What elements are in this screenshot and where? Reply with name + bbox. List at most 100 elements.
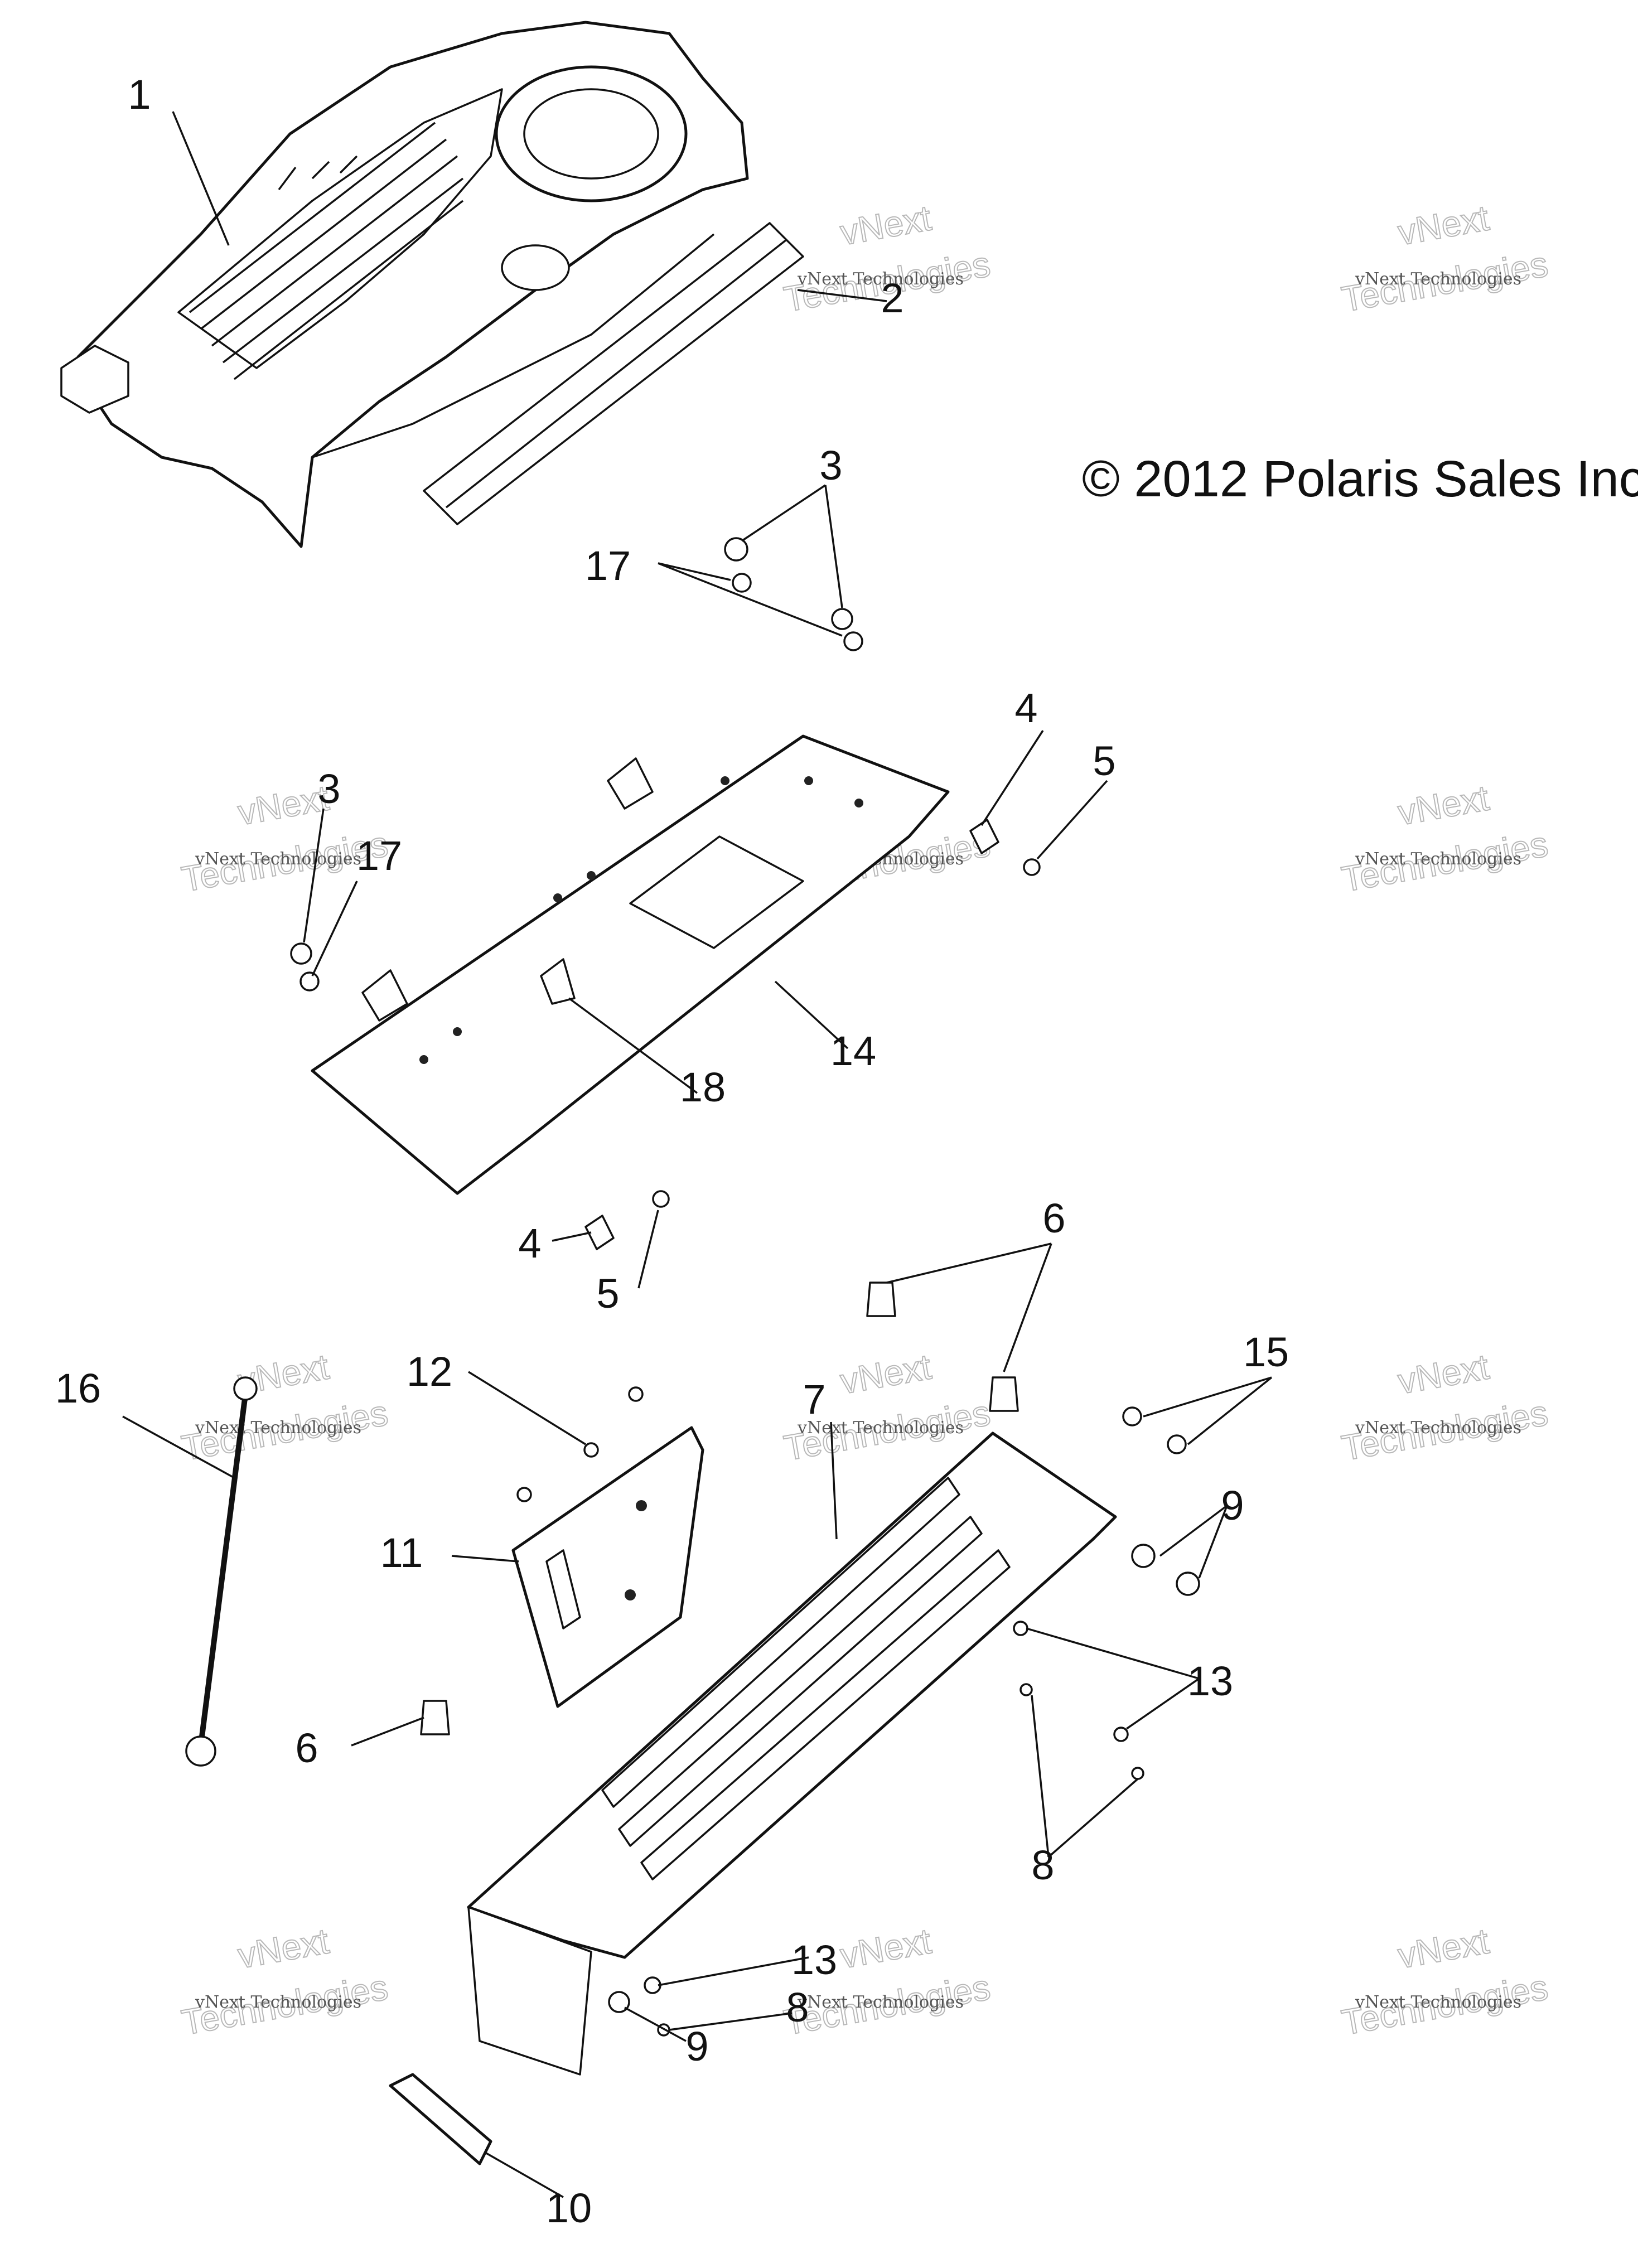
leader-line bbox=[637, 1210, 659, 1289]
copyright-text: © 2012 Polaris Sales Inc. bbox=[1082, 451, 1638, 507]
leader-line bbox=[886, 1242, 1052, 1284]
watermark-label: vNext Technologies bbox=[195, 1418, 361, 1438]
part-5-screw bbox=[628, 1386, 644, 1402]
part-11-bracket bbox=[511, 1426, 704, 1708]
callout-18: 18 bbox=[680, 1064, 726, 1110]
callout-6: 6 bbox=[295, 1725, 318, 1771]
watermark-label: vNext Technologies bbox=[797, 269, 964, 289]
leader-line bbox=[830, 1421, 838, 1540]
leader-line bbox=[669, 2012, 793, 2031]
watermark-label: vNext Technologies bbox=[195, 1993, 361, 2012]
part-13-washer bbox=[1113, 1727, 1129, 1742]
leader-line bbox=[1143, 1376, 1272, 1418]
leader-line bbox=[1159, 1505, 1228, 1557]
part-15-bolt bbox=[1167, 1434, 1187, 1454]
leader-line bbox=[1026, 1627, 1200, 1680]
callout-8: 8 bbox=[786, 1984, 809, 2030]
leader-line bbox=[311, 881, 358, 976]
leader-line bbox=[1003, 1243, 1052, 1372]
callout-3: 3 bbox=[317, 766, 340, 812]
watermark-label: vNext Technologies bbox=[1355, 1993, 1521, 2012]
part-12-bolt bbox=[583, 1442, 599, 1458]
leader-line bbox=[485, 2151, 564, 2198]
callout-17: 17 bbox=[585, 543, 631, 589]
part-3-nut bbox=[290, 942, 312, 965]
part-17-washer bbox=[732, 573, 752, 593]
leader-line bbox=[624, 2006, 687, 2042]
watermark-brand: vNext bbox=[1395, 1921, 1492, 1976]
leader-line bbox=[824, 485, 843, 608]
leader-line bbox=[451, 1555, 519, 1563]
callout-13: 13 bbox=[791, 1937, 837, 1983]
callout-9: 9 bbox=[685, 2023, 708, 2069]
watermark-label: vNext Technologies bbox=[1355, 1418, 1521, 1438]
callout-9: 9 bbox=[1221, 1482, 1244, 1529]
part-10-small-plate bbox=[389, 2073, 492, 2165]
leader-line bbox=[303, 808, 325, 943]
part-16-strut-rod bbox=[185, 1376, 258, 1767]
leader-line bbox=[741, 484, 826, 542]
part-13-washer bbox=[644, 1976, 661, 1994]
part-15-bolt bbox=[1122, 1406, 1142, 1426]
part-5-screw bbox=[652, 1190, 670, 1208]
callout-10: 10 bbox=[546, 2185, 592, 2231]
part-14-upper-plate bbox=[311, 734, 950, 1195]
leader-line bbox=[658, 1956, 809, 1986]
watermark-brand: vNext bbox=[1395, 1346, 1492, 1401]
intake-duct bbox=[60, 345, 129, 414]
leader-line bbox=[658, 562, 843, 637]
part-9-nut bbox=[1131, 1544, 1156, 1568]
watermark-brand: vNext bbox=[1395, 777, 1492, 833]
callout-13: 13 bbox=[1187, 1658, 1233, 1704]
watermark-label: vNext Technologies bbox=[195, 849, 361, 869]
leader-line bbox=[568, 997, 698, 1094]
leader-line bbox=[774, 980, 849, 1050]
callout-12: 12 bbox=[407, 1348, 452, 1395]
callout-2: 2 bbox=[881, 275, 903, 321]
callout-5: 5 bbox=[596, 1270, 619, 1317]
leader-line bbox=[797, 289, 887, 302]
part-6-standoff bbox=[989, 1376, 1019, 1412]
tray-rib-2 bbox=[618, 1516, 983, 1847]
callout-3: 3 bbox=[819, 442, 842, 489]
leader-line bbox=[351, 1716, 424, 1747]
callout-8: 8 bbox=[1031, 1842, 1054, 1888]
part-2-seal-strip bbox=[423, 222, 804, 525]
leader-line bbox=[1031, 1695, 1050, 1858]
callout-5: 5 bbox=[1093, 738, 1115, 784]
part-9-nut bbox=[1176, 1571, 1200, 1596]
watermark-label: vNext Technologies bbox=[1355, 849, 1521, 869]
leader-line bbox=[980, 730, 1044, 826]
watermark-brand: vNext bbox=[837, 1921, 934, 1976]
part-17-washer bbox=[843, 631, 863, 651]
leader-line bbox=[1198, 1505, 1228, 1579]
leader-line bbox=[1047, 1778, 1139, 1858]
tray-rib-1 bbox=[601, 1477, 960, 1808]
part-8-screw bbox=[1019, 1683, 1033, 1696]
part-3-nut bbox=[724, 537, 748, 562]
callout-11: 11 bbox=[380, 1530, 423, 1576]
callout-4: 4 bbox=[1014, 685, 1037, 731]
leader-lines bbox=[122, 111, 1273, 2198]
leader-line bbox=[172, 111, 230, 246]
callout-16: 16 bbox=[55, 1365, 101, 1411]
leader-line bbox=[552, 1231, 592, 1242]
part-1-hood-cover bbox=[60, 21, 749, 548]
callout-15: 15 bbox=[1243, 1329, 1289, 1375]
part-17-washer bbox=[299, 971, 320, 992]
part-3-nut bbox=[831, 608, 853, 630]
part-8-screw bbox=[1131, 1767, 1144, 1780]
part-7-lower-tray bbox=[467, 1432, 1117, 2076]
part-6-standoff bbox=[866, 1282, 896, 1317]
watermark-label: vNext Technologies bbox=[797, 1993, 964, 2012]
callout-7: 7 bbox=[803, 1376, 825, 1423]
callout-17: 17 bbox=[356, 833, 402, 879]
callout-4: 4 bbox=[518, 1220, 541, 1266]
